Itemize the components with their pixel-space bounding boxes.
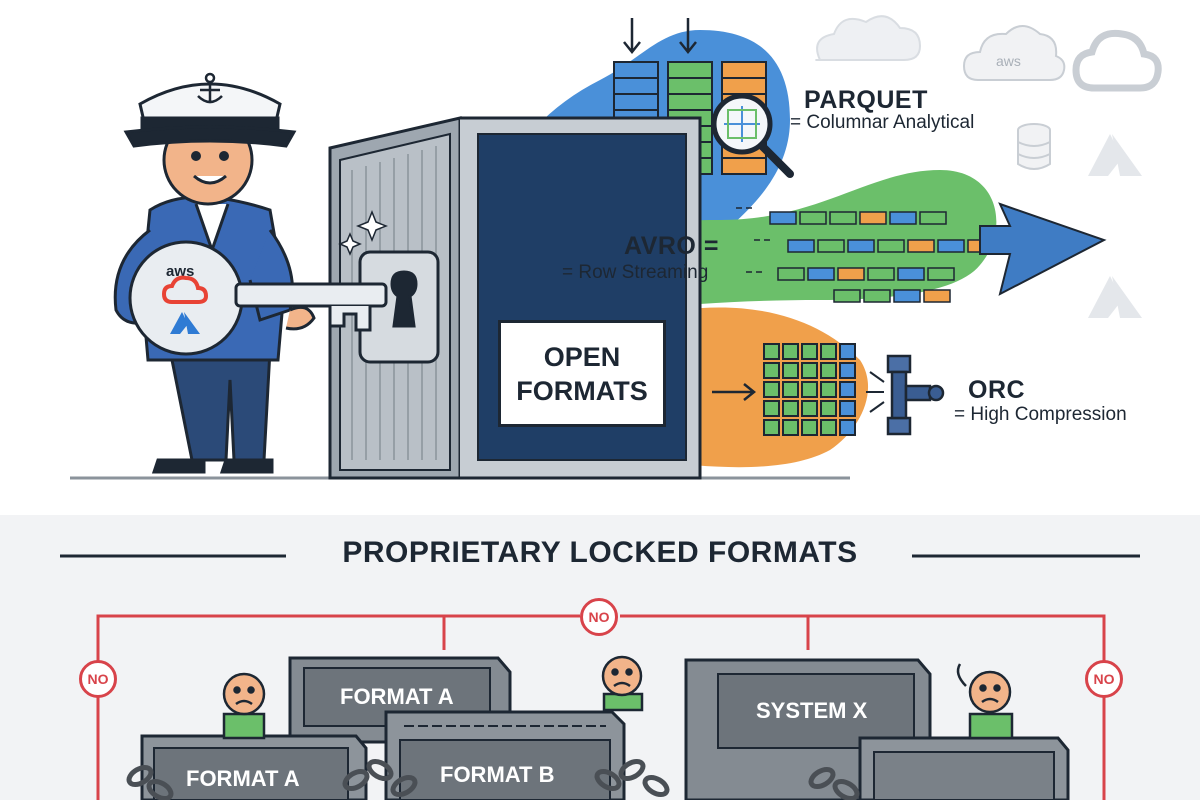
open-formats-line2: FORMATS bbox=[516, 375, 648, 406]
sparkle-icon bbox=[338, 209, 389, 256]
avro-row-segment bbox=[907, 239, 935, 253]
orc-grid-cell bbox=[782, 419, 799, 436]
azure-icon-small bbox=[1088, 276, 1142, 318]
orc-grid-cell bbox=[839, 419, 856, 436]
red-blocking-lines bbox=[96, 614, 1106, 800]
key-icon bbox=[128, 240, 388, 356]
orc-grid-cell bbox=[801, 362, 818, 379]
orc-grid-cell bbox=[763, 362, 780, 379]
parquet-label: PARQUET bbox=[804, 86, 928, 114]
format-b-label: FORMAT B bbox=[440, 762, 555, 787]
avro-row-segment bbox=[867, 267, 895, 281]
azure-icon bbox=[1088, 134, 1142, 176]
orc-grid-cell bbox=[839, 362, 856, 379]
orc-grid-cell bbox=[782, 381, 799, 398]
orc-grid-cell bbox=[820, 343, 837, 360]
key-gcp-logo bbox=[161, 275, 209, 304]
server-format-a-front bbox=[140, 734, 368, 800]
sad-face-icon-2 bbox=[601, 655, 644, 712]
orc-grid-cell bbox=[763, 381, 780, 398]
sad-face-icon-3 bbox=[956, 663, 1014, 740]
open-formats-box: OPEN FORMATS bbox=[498, 320, 666, 427]
avro-row-segment bbox=[807, 267, 835, 281]
compression-clamp-icon bbox=[866, 354, 945, 436]
avro-stream-rows bbox=[736, 207, 995, 303]
open-formats-line1: OPEN bbox=[543, 341, 621, 372]
format-a-front-label: FORMAT A bbox=[186, 766, 300, 791]
arrow-right-icon bbox=[979, 202, 1107, 296]
orc-grid-cell bbox=[801, 343, 818, 360]
chain-icon bbox=[126, 758, 860, 800]
orc-grid-cell bbox=[782, 400, 799, 417]
avro-row-segment bbox=[893, 289, 921, 303]
key-azure-logo bbox=[170, 312, 200, 334]
orc-grid-cell bbox=[801, 419, 818, 436]
orc-grid-cell bbox=[839, 400, 856, 417]
orc-label: ORC bbox=[968, 376, 1026, 404]
magnifier-icon bbox=[711, 93, 794, 178]
avro-desc: = Row Streaming bbox=[562, 262, 709, 283]
avro-row-segment bbox=[923, 289, 951, 303]
aws-cloud-label: aws bbox=[996, 53, 1021, 69]
avro-row-segment bbox=[829, 211, 857, 225]
avro-row-segment bbox=[833, 289, 861, 303]
avro-row-segment bbox=[799, 211, 827, 225]
down-arrow-icon bbox=[623, 18, 697, 55]
orc-grid-cell bbox=[782, 362, 799, 379]
format-a-back-label: FORMAT A bbox=[340, 684, 454, 709]
no-badge-left: NO bbox=[79, 660, 117, 698]
background-cloud-icon bbox=[815, 15, 922, 61]
orc-grid-cell bbox=[820, 400, 837, 417]
orc-grid-cell bbox=[763, 419, 780, 436]
orc-grid-cell bbox=[820, 419, 837, 436]
avro-row-segment bbox=[927, 267, 955, 281]
avro-row-segment bbox=[859, 211, 887, 225]
avro-row-segment bbox=[837, 267, 865, 281]
avro-label: AVRO = bbox=[624, 232, 719, 260]
orc-arrow-icon bbox=[712, 383, 757, 401]
avro-row-segment bbox=[877, 239, 905, 253]
orc-grid-cell bbox=[763, 400, 780, 417]
aws-cloud-icon: aws bbox=[962, 25, 1066, 81]
avro-row-segment bbox=[897, 267, 925, 281]
avro-row-segment bbox=[919, 211, 947, 225]
orc-grid-cell bbox=[782, 343, 799, 360]
server-format-b bbox=[384, 710, 626, 800]
avro-row-segment bbox=[777, 267, 805, 281]
avro-row-segment bbox=[817, 239, 845, 253]
avro-row-segment bbox=[863, 289, 891, 303]
key-cloud-logos: aws bbox=[161, 263, 209, 334]
section-title: PROPRIETARY LOCKED FORMATS bbox=[342, 536, 858, 569]
database-icon bbox=[1017, 123, 1051, 170]
orc-grid-cell bbox=[839, 343, 856, 360]
avro-row-segment bbox=[889, 211, 917, 225]
avro-row-segment bbox=[847, 239, 875, 253]
system-x-label: SYSTEM X bbox=[756, 698, 868, 723]
orc-grid-cell bbox=[763, 343, 780, 360]
anchor-icon bbox=[197, 72, 223, 104]
orc-desc: = High Compression bbox=[954, 404, 1127, 425]
avro-row-segment bbox=[937, 239, 965, 253]
avro-row-segment bbox=[787, 239, 815, 253]
orc-grid-cell bbox=[820, 381, 837, 398]
gcp-cloud-icon bbox=[1072, 29, 1162, 92]
no-badge-right: NO bbox=[1085, 660, 1123, 698]
parquet-desc: = Columnar Analytical bbox=[790, 112, 975, 133]
key-aws-logo: aws bbox=[166, 263, 194, 280]
sad-face-icon bbox=[222, 672, 266, 740]
no-badge-top: NO bbox=[580, 598, 618, 636]
avro-row-segment bbox=[769, 211, 797, 225]
orc-grid-cell bbox=[801, 400, 818, 417]
orc-grid bbox=[763, 343, 856, 436]
orc-grid-cell bbox=[820, 362, 837, 379]
server-right-small bbox=[858, 736, 1070, 800]
orc-grid-cell bbox=[839, 381, 856, 398]
orc-grid-cell bbox=[801, 381, 818, 398]
